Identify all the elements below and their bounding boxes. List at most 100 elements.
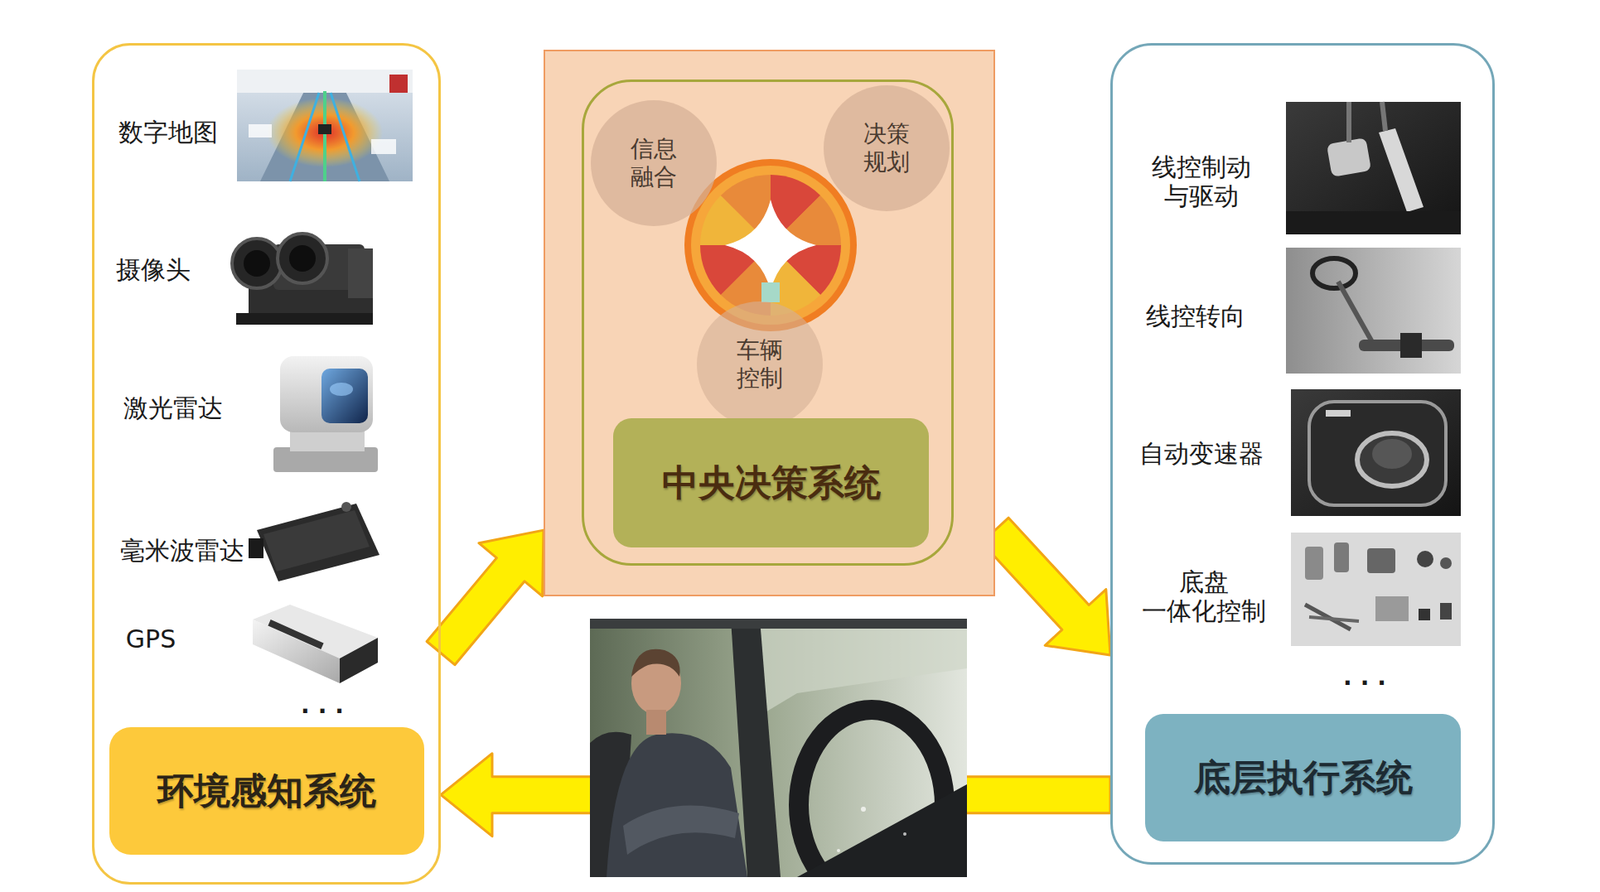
radar-image [248, 502, 380, 582]
chassis-parts-image-part [1440, 557, 1452, 570]
decision-region: 信息 融合 决策 规划车辆 控制中央决策系统 [543, 49, 996, 597]
node-label: 车辆 控制 [736, 336, 784, 392]
digital-map-image-part [323, 91, 327, 182]
gear-shifter-image [1290, 389, 1461, 517]
driver-photo-part [836, 849, 841, 853]
node-label: 决策 规划 [863, 120, 910, 176]
digital-map-image-part [389, 74, 408, 93]
steering-image-part [1338, 281, 1376, 349]
chassis-parts-image-part [1440, 603, 1452, 620]
part-label: 线控转向 [1145, 302, 1246, 332]
actuator-panel: 线控制动 与驱动线控转向自动变速器底盘 一体化控制...底层执行系统 [1110, 43, 1495, 866]
gear-shifter-image-part [1325, 410, 1351, 417]
radar-image-part [263, 510, 370, 572]
pedal-image-part [1382, 101, 1386, 131]
chassis-parts-image-part [1367, 548, 1396, 574]
lidar-image-part [329, 382, 353, 397]
chassis-parts-image-part [1290, 532, 1461, 647]
part-label: 底盘 一体化控制 [1141, 568, 1267, 626]
camera-image-part [348, 248, 373, 299]
function-circle: 车辆 控制 [696, 301, 823, 428]
chassis-parts-image-part [1416, 551, 1434, 568]
gps-receiver-image-part [339, 638, 378, 684]
part-label: ... [1343, 664, 1395, 692]
digital-map-image-part [330, 92, 360, 182]
digital-map-image-part [371, 139, 397, 155]
system-box: 底层执行系统 [1145, 714, 1461, 842]
system-box: 环境感知系统 [109, 727, 425, 856]
node-label: 信息 融合 [630, 135, 677, 191]
sensor-panel: 数字地图摄像头激光雷达毫米波雷达 GPS... 环境感知系统 [91, 43, 441, 885]
gps-receiver-image-part [267, 619, 324, 650]
digital-map-image-part [318, 124, 332, 135]
driver-photo-part [860, 807, 866, 813]
decision-wheel-icon-part [749, 223, 793, 267]
decision-wheel-icon-part [691, 165, 851, 325]
chassis-parts-image-part [1375, 596, 1409, 622]
radar-image-part [248, 538, 264, 559]
driver-photo-part [646, 710, 667, 735]
pedal-image-part [1285, 101, 1461, 235]
pedal-image-part [1326, 137, 1372, 178]
gps-receiver-image-part [252, 619, 340, 684]
block-arrow [981, 517, 1111, 656]
chassis-parts-image-part [1334, 542, 1349, 573]
chassis-parts-image [1290, 532, 1461, 647]
steering-image [1285, 247, 1461, 374]
driver-photo-part [589, 618, 967, 629]
pedal-image-part [1285, 211, 1461, 235]
camera-image-part [277, 233, 328, 284]
gear-shifter-image-part [1309, 401, 1446, 506]
driver-photo-part [623, 805, 740, 856]
part-label: 线控制动 与驱动 [1151, 153, 1252, 211]
digital-map-image-part [236, 69, 413, 93]
pedal-image-part [1346, 101, 1352, 143]
part-label: ... [300, 692, 353, 720]
pedal-image-part [1378, 128, 1424, 213]
system-box: 中央决策系统 [613, 418, 929, 548]
pedal-image [1285, 101, 1461, 235]
chassis-parts-image-part [1309, 617, 1359, 622]
steering-image-part [1285, 247, 1461, 374]
camera-image-part [243, 250, 271, 277]
digital-map-image-part [236, 69, 413, 182]
driver-photo-part [589, 618, 967, 878]
part-label: 数字地图 [118, 118, 218, 148]
block-arrow [426, 530, 544, 666]
steering-image-part [1400, 333, 1422, 358]
lidar-image-part [280, 356, 373, 433]
part-label: GPS [125, 625, 176, 655]
part-label: 毫米波雷达 [120, 536, 245, 566]
chassis-parts-image-part [1305, 546, 1324, 581]
driver-photo-part [606, 733, 748, 878]
part-label: 摄像头 [116, 256, 191, 286]
camera-image [232, 233, 373, 325]
node-label: 中央决策系统 [662, 461, 881, 506]
digital-map-image [236, 69, 413, 182]
decision-wheel-icon-part [761, 282, 780, 303]
gear-shifter-image-part [1290, 389, 1461, 517]
node-label: 底层执行系统 [1193, 756, 1413, 801]
radar-image-part [256, 503, 380, 582]
gps-receiver-image [252, 604, 378, 684]
steering-image-part [1312, 258, 1356, 289]
lidar-image-part [321, 368, 368, 424]
driver-photo-part [797, 784, 967, 878]
digital-map-image-part [248, 124, 272, 138]
part-label: 激光雷达 [123, 394, 223, 424]
driver-photo-part [631, 649, 681, 677]
function-circle: 信息 融合 [590, 100, 717, 227]
camera-image-part [232, 238, 282, 289]
gear-shifter-image-part [1357, 433, 1427, 487]
node-label: 环境感知系统 [157, 769, 377, 814]
camera-image-part [289, 245, 316, 272]
decision-wheel-icon-part [725, 199, 817, 291]
camera-image-part [236, 313, 373, 325]
driver-photo [589, 618, 967, 878]
gear-shifter-image-part [1372, 439, 1412, 469]
driver-photo-part [903, 832, 907, 837]
function-circle: 决策 规划 [823, 85, 950, 212]
digital-map-image-part [290, 92, 320, 182]
radar-image-part [341, 502, 352, 513]
